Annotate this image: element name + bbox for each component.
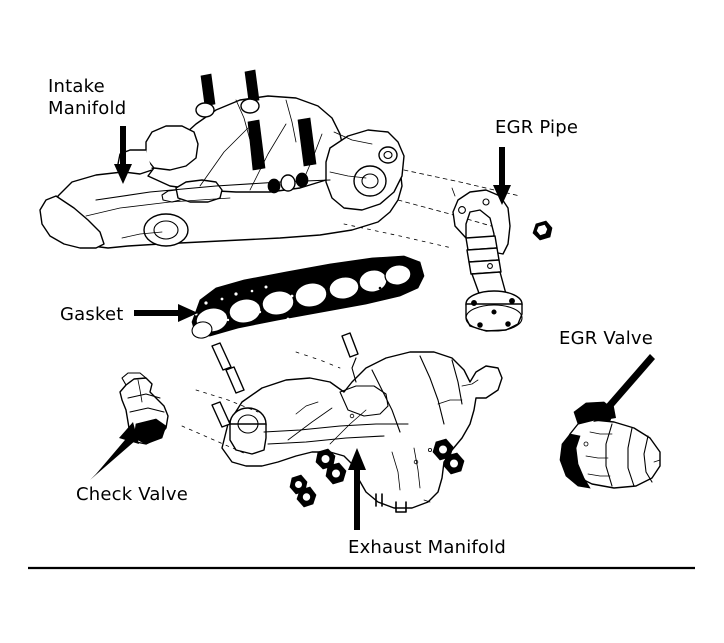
- arrow-egr-pipe: [493, 147, 511, 205]
- arrow-gasket: [134, 304, 198, 322]
- gasket-part: [191, 255, 425, 342]
- egr-valve-part: [559, 401, 661, 489]
- label-intake-manifold-line1: Intake: [48, 76, 105, 97]
- callout-labels: Intake Manifold EGR Pipe EGR Valve Gaske…: [48, 76, 653, 558]
- callout-arrows: [90, 126, 655, 530]
- label-egr-pipe: EGR Pipe: [495, 117, 578, 138]
- arrow-egr-valve: [593, 354, 655, 422]
- egr-pipe-part: [451, 187, 553, 332]
- intake-manifold-studs: [195, 69, 317, 194]
- label-gasket: Gasket: [60, 304, 123, 325]
- exhaust-manifold-part: [221, 351, 503, 513]
- arrow-exhaust-manifold: [348, 448, 366, 530]
- label-exhaust-manifold: Exhaust Manifold: [348, 537, 506, 558]
- label-egr-valve: EGR Valve: [559, 328, 653, 349]
- arrow-check-valve: [90, 422, 139, 480]
- loose-nuts: [289, 438, 465, 508]
- label-intake-manifold-line2: Manifold: [48, 98, 126, 119]
- label-check-valve: Check Valve: [76, 484, 188, 505]
- loose-bolts: [181, 332, 359, 455]
- arrow-intake-manifold: [114, 126, 132, 184]
